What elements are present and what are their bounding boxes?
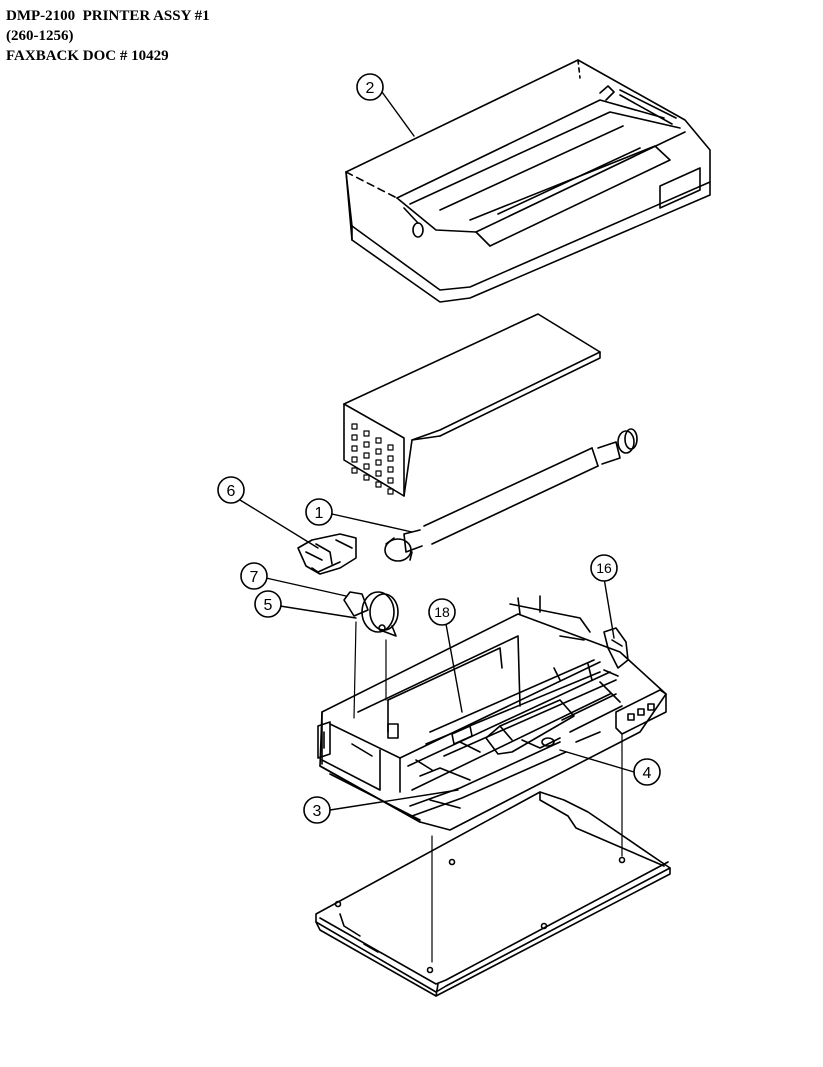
callout-18-label: 18 — [434, 604, 450, 620]
vent-hole — [375, 459, 382, 466]
callout-3: 3 — [303, 796, 331, 824]
top-cover — [345, 59, 711, 303]
callout-18: 18 — [428, 598, 456, 626]
assembly-lines — [353, 621, 623, 963]
callout-5-label: 5 — [264, 597, 273, 614]
vent-hole — [363, 430, 370, 437]
vent-hole — [387, 477, 394, 484]
vent-hole — [375, 448, 382, 455]
header-doc-number: FAXBACK DOC # 10429 — [6, 48, 169, 64]
callout-3-label: 3 — [313, 803, 322, 820]
callout-6: 6 — [217, 476, 245, 504]
vent-holes — [351, 423, 394, 495]
vent-hole — [363, 474, 370, 481]
vent-hole — [375, 437, 382, 444]
vent-hole — [363, 441, 370, 448]
vent-hole — [351, 423, 358, 430]
callout-4: 4 — [633, 758, 661, 786]
callout-leaders — [239, 91, 635, 811]
vent-hole — [363, 463, 370, 470]
vent-hole — [363, 452, 370, 459]
callout-6-label: 6 — [227, 483, 236, 500]
callout-7: 7 — [240, 562, 268, 590]
vent-hole — [387, 444, 394, 451]
vent-hole — [351, 467, 358, 474]
callout-7-label: 7 — [250, 569, 259, 586]
callout-5: 5 — [254, 590, 282, 618]
header-model-line: DMP-2100 PRINTER ASSY #1 — [6, 8, 210, 24]
header-part-number: (260-1256) — [6, 28, 74, 44]
printer-mechanism — [317, 595, 667, 831]
platen-roller — [384, 428, 638, 562]
document-header: DMP-2100 PRINTER ASSY #1 (260-1256) FAXB… — [6, 6, 210, 66]
ribbon-knob — [343, 591, 399, 637]
vent-hole — [375, 470, 382, 477]
paper-guide-cover — [343, 313, 601, 497]
callout-4-label: 4 — [643, 765, 652, 782]
callout-16-label: 16 — [596, 560, 612, 576]
callout-1: 1 — [305, 498, 333, 526]
bottom-plate — [315, 791, 671, 997]
vent-hole — [351, 456, 358, 463]
callout-2-label: 2 — [366, 80, 375, 97]
vent-hole — [351, 445, 358, 452]
vent-hole — [375, 481, 382, 488]
callout-1-label: 1 — [315, 505, 324, 522]
vent-hole — [351, 434, 358, 441]
vent-hole — [387, 455, 394, 462]
vent-hole — [387, 488, 394, 495]
vent-hole — [387, 466, 394, 473]
callout-16: 16 — [590, 554, 618, 582]
callout-2: 2 — [356, 73, 384, 101]
bracket — [297, 533, 357, 575]
